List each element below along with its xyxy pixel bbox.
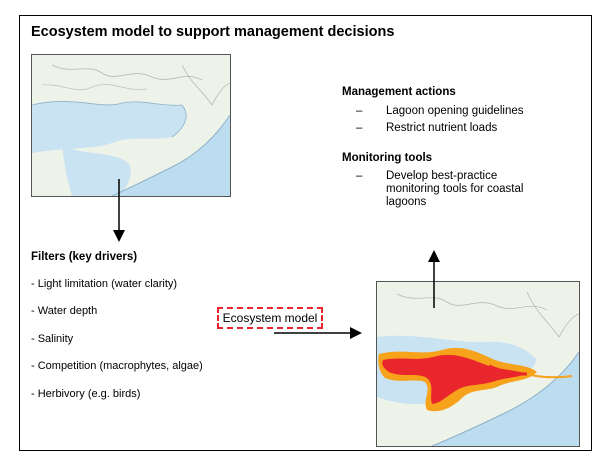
filter-item-depth: - Water depth: [31, 305, 98, 317]
lagoon-map-input: [31, 54, 231, 197]
slide-title: Ecosystem model to support management de…: [31, 24, 395, 40]
management-item-label: Restrict nutrient loads: [386, 122, 498, 134]
bullet-dash: –: [356, 170, 363, 182]
filter-item-salinity: - Salinity: [31, 333, 74, 345]
filter-item-light: - Light limitation (water clarity): [31, 278, 178, 290]
filters-heading: Filters (key drivers): [31, 251, 138, 263]
lagoon-map-output: [376, 281, 580, 447]
management-actions-heading: Management actions: [342, 86, 456, 98]
ecosystem-model-box: Ecosystem model: [217, 307, 323, 329]
slide-frame: Ecosystem model to support management de…: [19, 15, 592, 451]
monitoring-tools-heading: Monitoring tools: [342, 152, 433, 164]
management-item-1: – Lagoon opening guidelines: [356, 105, 586, 118]
flow-arrows: [113, 179, 440, 339]
filter-item-competition: - Competition (macrophytes, algae): [31, 360, 203, 372]
management-item-label: Lagoon opening guidelines: [386, 105, 524, 117]
monitoring-item-1: – Develop best-practice monitoring tools…: [356, 170, 588, 210]
bullet-dash: –: [356, 105, 363, 117]
bullet-dash: –: [356, 122, 363, 134]
monitoring-item-label: Develop best-practice monitoring tools f…: [386, 170, 524, 208]
management-item-2: – Restrict nutrient loads: [356, 122, 586, 135]
filter-item-herbivory: - Herbivory (e.g. birds): [31, 388, 141, 400]
